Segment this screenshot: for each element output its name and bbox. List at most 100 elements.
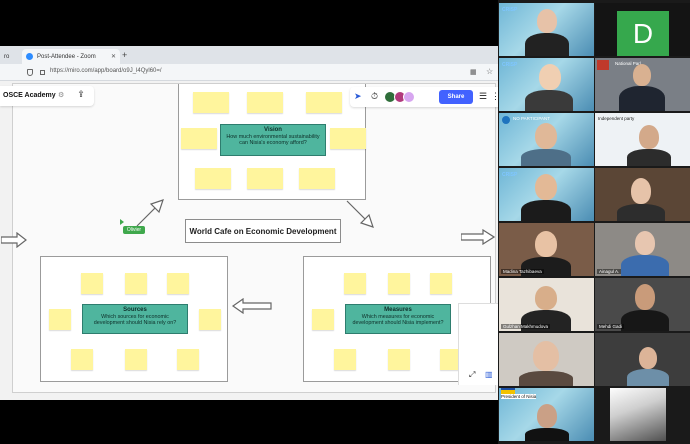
sticky-note[interactable] [81,273,103,294]
participant-tile[interactable] [595,333,690,386]
sticky-note[interactable] [125,349,147,370]
more-icon[interactable]: ⋮ [491,91,498,101]
expand-icon[interactable]: ⤢ [469,370,476,379]
participant-tile[interactable]: CRISP [499,168,594,221]
sticky-note[interactable] [247,92,283,113]
shield-icon[interactable] [27,69,33,76]
participant-body [521,200,571,221]
participant-tile[interactable]: Ainagul A. [595,223,690,276]
tab-previous[interactable]: ro [0,49,18,64]
measures-question-box[interactable]: Measures Which measures for economic dev… [345,304,451,334]
participant-body [621,255,669,276]
measures-title: Measures [384,307,412,313]
arrow-right-icon[interactable] [461,229,495,245]
vision-frame[interactable]: Vision How much environmental sustainabi… [178,84,366,200]
vision-question-box[interactable]: Vision How much environmental sustainabi… [220,124,326,156]
vision-title: Vision [264,127,282,133]
avatar[interactable] [403,91,415,103]
participant-tile[interactable]: National Parl... [595,58,690,111]
sliders-icon[interactable]: ☰ [479,91,488,101]
sticky-note[interactable] [195,168,231,189]
participant-tile[interactable]: NO PARTICIPANT [499,113,594,166]
participant-tile[interactable]: Mehdi Gadi [595,278,690,331]
participant-tile[interactable] [610,388,666,441]
participant-name: Gulzhan Makhmudova [501,324,551,329]
sticky-note[interactable] [299,168,335,189]
upload-icon[interactable]: ⇪ [77,89,85,99]
crisp-badge: CRISP [502,172,518,178]
miro-canvas[interactable]: Vision How much environmental sustainabi… [0,81,498,400]
arrow-left-icon[interactable] [231,298,273,314]
sticky-note[interactable] [49,309,71,330]
sticky-note[interactable] [177,349,199,370]
sticky-note[interactable] [167,273,189,294]
measures-question: Which measures for economic development … [352,314,444,327]
participant-body [519,371,573,386]
sources-question-box[interactable]: Sources Which sources for economic devel… [82,304,188,334]
participant-tile[interactable]: CRISP [499,3,594,56]
participant-tile[interactable]: D [595,3,690,56]
sticky-note[interactable] [306,92,342,113]
minimap-panel[interactable]: ⤢ ▥ [458,303,498,385]
participant-tile[interactable] [499,333,594,386]
participant-body [521,310,571,331]
sticky-note[interactable] [330,128,366,149]
star-icon[interactable]: ☆ [486,67,494,76]
timer-icon[interactable]: ⏱ [371,91,379,101]
sticky-note[interactable] [181,128,217,149]
participant-name: Ainagul A. [597,269,622,274]
grid-icon[interactable]: ▦ [470,69,477,76]
reaction-icon[interactable]: ➤ [354,91,362,101]
participant-face [535,123,557,149]
lock-icon[interactable] [40,70,45,75]
sticky-note[interactable] [388,273,410,294]
participant-tile[interactable]: Gulzhan Makhmudova [499,278,594,331]
crisp-badge: CRISP [502,7,518,13]
settings-icon[interactable]: ⚙ [58,92,65,99]
sticky-note[interactable] [334,349,356,370]
map-icon[interactable]: ▥ [485,370,493,379]
participant-face [633,64,651,86]
participant-tile[interactable]: CRISP [499,58,594,111]
crisp-badge: CRISP [502,62,518,68]
sticky-note[interactable] [125,273,147,294]
sticky-note[interactable] [199,309,221,330]
collaboration-toolbar: ➤ ⏱ Share ☰ ⋮ [350,87,498,107]
tab-zoom[interactable]: Post-Attendee - Zoom ✕ [22,49,120,64]
sticky-note[interactable] [71,349,93,370]
url-text[interactable]: https://miro.com/app/board/o9J_l4Qyl60=/ [50,68,162,74]
board-header: OSCE Academy ⚙ ⇪ [0,86,94,106]
sticky-note[interactable] [312,309,334,330]
sticky-note[interactable] [388,349,410,370]
participant-face [639,125,659,149]
participant-tile[interactable]: Independent party [595,113,690,166]
participant-name: Mehdi Gadi [597,324,625,329]
sticky-note[interactable] [247,168,283,189]
arrow-up-right-icon[interactable] [133,196,167,230]
flag-icon [597,60,609,70]
participant-tile[interactable]: Madina Tazhibaeva [499,223,594,276]
main-title[interactable]: World Cafe on Economic Development [185,219,341,243]
sources-frame[interactable]: Sources Which sources for economic devel… [40,256,228,382]
participant-tile[interactable] [595,168,690,221]
sticky-note[interactable] [430,273,452,294]
share-button[interactable]: Share [439,90,473,104]
arrow-right-icon[interactable] [1,232,27,248]
address-bar[interactable]: https://miro.com/app/board/o9J_l4Qyl60=/… [0,64,498,81]
new-tab-button[interactable]: + [122,50,128,60]
close-tab-icon[interactable]: ✕ [110,54,116,60]
sticky-note[interactable] [344,273,366,294]
participant-face [535,286,557,310]
participant-tile[interactable]: President of Nisia [499,388,594,441]
participant-body [525,90,573,111]
sources-question: Which sources for economic development s… [93,314,177,327]
participant-face [639,347,657,369]
zoom-icon [26,53,33,60]
sticky-note[interactable] [440,349,462,370]
board-name[interactable]: OSCE Academy [3,92,56,99]
arrow-down-right-icon[interactable] [343,197,377,231]
tab-label: Post-Attendee - Zoom [37,53,96,60]
logo-icon [502,116,510,124]
sticky-note[interactable] [193,92,229,113]
